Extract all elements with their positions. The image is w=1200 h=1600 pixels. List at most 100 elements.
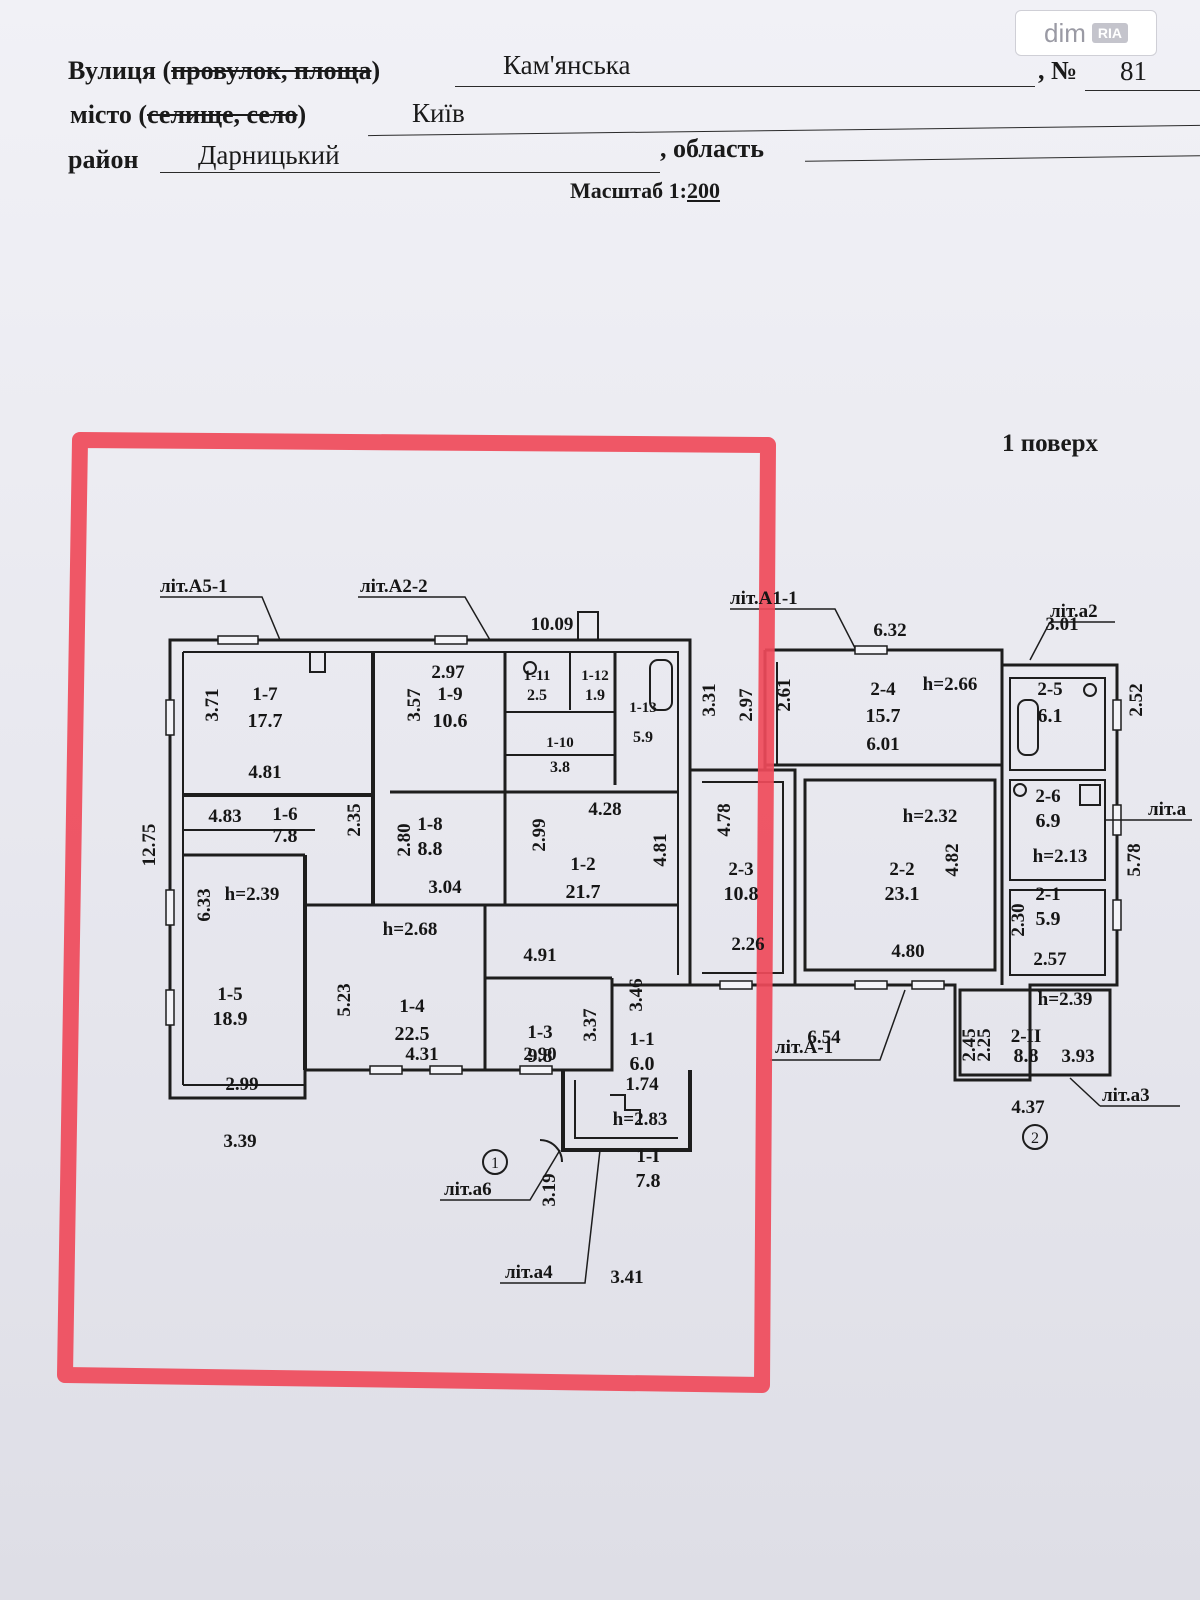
lit-label-8: літ.а6 <box>444 1179 492 1200</box>
room-id-1-I: 1-I <box>636 1146 659 1167</box>
dimension-4.37: 4.37 <box>1011 1097 1045 1118</box>
dimension-12.75: 12.75 <box>139 824 160 867</box>
room-id-2-4: 2-4 <box>870 679 896 700</box>
city-label: місто (селище, село) <box>70 100 307 129</box>
ceiling-height-3: h=2.13 <box>1033 846 1088 867</box>
dimension-5.78: 5.78 <box>1124 843 1145 876</box>
ceiling-height-4: h=2.39 <box>225 884 280 905</box>
room-id-2-6: 2-6 <box>1035 786 1060 807</box>
room-id-2-2: 2-2 <box>889 859 914 880</box>
dimension-4.78: 4.78 <box>714 803 735 836</box>
room-area-2-3: 10.8 <box>724 883 759 905</box>
leader-lines <box>160 596 1192 1284</box>
room-id-2-3: 2-3 <box>728 859 753 880</box>
dimension-3.37: 3.37 <box>580 1008 601 1042</box>
room-id-2-5: 2-5 <box>1037 679 1062 700</box>
room-area-1-9: 10.6 <box>433 710 468 732</box>
room-area-1-1: 6.0 <box>630 1053 655 1075</box>
logo-badge: RIA <box>1091 23 1129 43</box>
lit-label-4: літ.а2 <box>1050 601 1098 622</box>
dimension-2.35: 2.35 <box>344 803 365 836</box>
room-area-1-3: 9.8 <box>528 1045 553 1067</box>
dimension-4.81: 4.81 <box>650 833 671 866</box>
region-label: , область <box>660 134 764 163</box>
room-area-1-8: 8.8 <box>418 838 443 860</box>
ceiling-height-2: h=2.32 <box>903 806 958 827</box>
dimension-2.26: 2.26 <box>731 934 764 955</box>
district-label: район <box>68 145 139 174</box>
dimension-4.28: 4.28 <box>588 799 621 820</box>
dimension-4.80: 4.80 <box>891 941 924 962</box>
room-area-2-II: 8.8 <box>1014 1045 1039 1067</box>
lit-label-7: літ.а3 <box>1102 1085 1150 1106</box>
street-value: Кам'янська <box>503 50 631 80</box>
room-id-1-4: 1-4 <box>399 996 425 1017</box>
room-area-2-5: 6.1 <box>1038 705 1063 727</box>
number-underline <box>1085 90 1200 91</box>
lit-label-1: літ.А5-1 <box>160 576 228 597</box>
lit-label-9: літ.а4 <box>505 1262 553 1283</box>
room-area-2-2: 23.1 <box>885 883 920 905</box>
dimension-6.54: 6.54 <box>807 1027 841 1048</box>
dimension-3.71: 3.71 <box>202 688 223 721</box>
ceiling-height-7: h=2.83 <box>613 1109 668 1130</box>
room-area-1-11: 2.5 <box>527 687 547 704</box>
room-area-2-6: 6.9 <box>1036 810 1061 832</box>
room-id-1-2: 1-2 <box>570 854 595 875</box>
dimension-6.32: 6.32 <box>873 620 906 641</box>
room-id-1-11: 1-11 <box>524 668 551 684</box>
room-id-1-3: 1-3 <box>527 1022 552 1043</box>
scale-label: Масштаб 1:200 <box>570 178 721 203</box>
room-area-1-6: 7.8 <box>273 825 298 847</box>
ceiling-height-1: h=2.66 <box>923 674 978 695</box>
dimension-2.90: 2.90 <box>523 1044 556 1065</box>
room-id-1-12: 1-12 <box>581 668 609 684</box>
dimension-4.91: 4.91 <box>523 945 556 966</box>
porch-a4 <box>561 1070 692 1152</box>
room-area-1-5: 18.9 <box>213 1008 248 1030</box>
city-value: Київ <box>412 98 465 128</box>
room-id-1-5: 1-5 <box>217 984 242 1005</box>
dimension-2.25: 2.25 <box>974 1028 995 1061</box>
ceiling-height-6: h=2.39 <box>1038 989 1093 1010</box>
room-area-2-4: 15.7 <box>866 705 901 727</box>
dimension-3.41: 3.41 <box>610 1267 643 1288</box>
lit-label-2: літ.А2-2 <box>360 576 428 597</box>
floor-label: 1 поверх <box>1002 430 1099 457</box>
street-underline <box>455 86 1035 87</box>
entrance-2-marker: 2 <box>1031 1130 1039 1147</box>
dimension-3.93: 3.93 <box>1061 1046 1094 1067</box>
room-area-1-4: 22.5 <box>395 1023 430 1045</box>
dimension-2.80: 2.80 <box>394 823 415 856</box>
dimension-3.31: 3.31 <box>699 683 720 716</box>
dimension-6.33: 6.33 <box>194 888 215 921</box>
windows <box>165 635 1122 1075</box>
room-id-2-II: 2-II <box>1011 1026 1042 1047</box>
room-area-1-I: 7.8 <box>636 1170 661 1192</box>
entrance-1-marker: 1 <box>491 1155 499 1172</box>
dimension-2.97: 2.97 <box>736 688 757 722</box>
room-area-1-2: 21.7 <box>566 881 601 903</box>
dimension-10.09: 10.09 <box>531 614 574 635</box>
dimension-2.45: 2.45 <box>959 1028 980 1061</box>
dimension-4.82: 4.82 <box>942 843 963 876</box>
dimension-2.97: 2.97 <box>431 662 465 683</box>
logo-brand: dim <box>1043 17 1086 48</box>
building-1-inner <box>183 651 679 975</box>
district-underline <box>160 172 660 173</box>
dimension-3.04: 3.04 <box>428 877 462 898</box>
street-label: Вулиця (провулок, площа) <box>68 56 381 85</box>
ceiling-height-5: h=2.68 <box>383 919 438 940</box>
room-id-1-8: 1-8 <box>417 814 442 835</box>
dimension-3.46: 3.46 <box>626 978 647 1011</box>
dimension-6.01: 6.01 <box>866 734 899 755</box>
dimension-3.01: 3.01 <box>1045 614 1078 635</box>
room-id-1-7: 1-7 <box>252 684 278 705</box>
dimension-4.81: 4.81 <box>248 762 281 783</box>
dimension-3.19: 3.19 <box>539 1173 560 1206</box>
lit-label-6: літ.А-1 <box>775 1037 833 1058</box>
red-outline <box>57 432 776 1393</box>
room-id-1-1: 1-1 <box>629 1029 654 1050</box>
